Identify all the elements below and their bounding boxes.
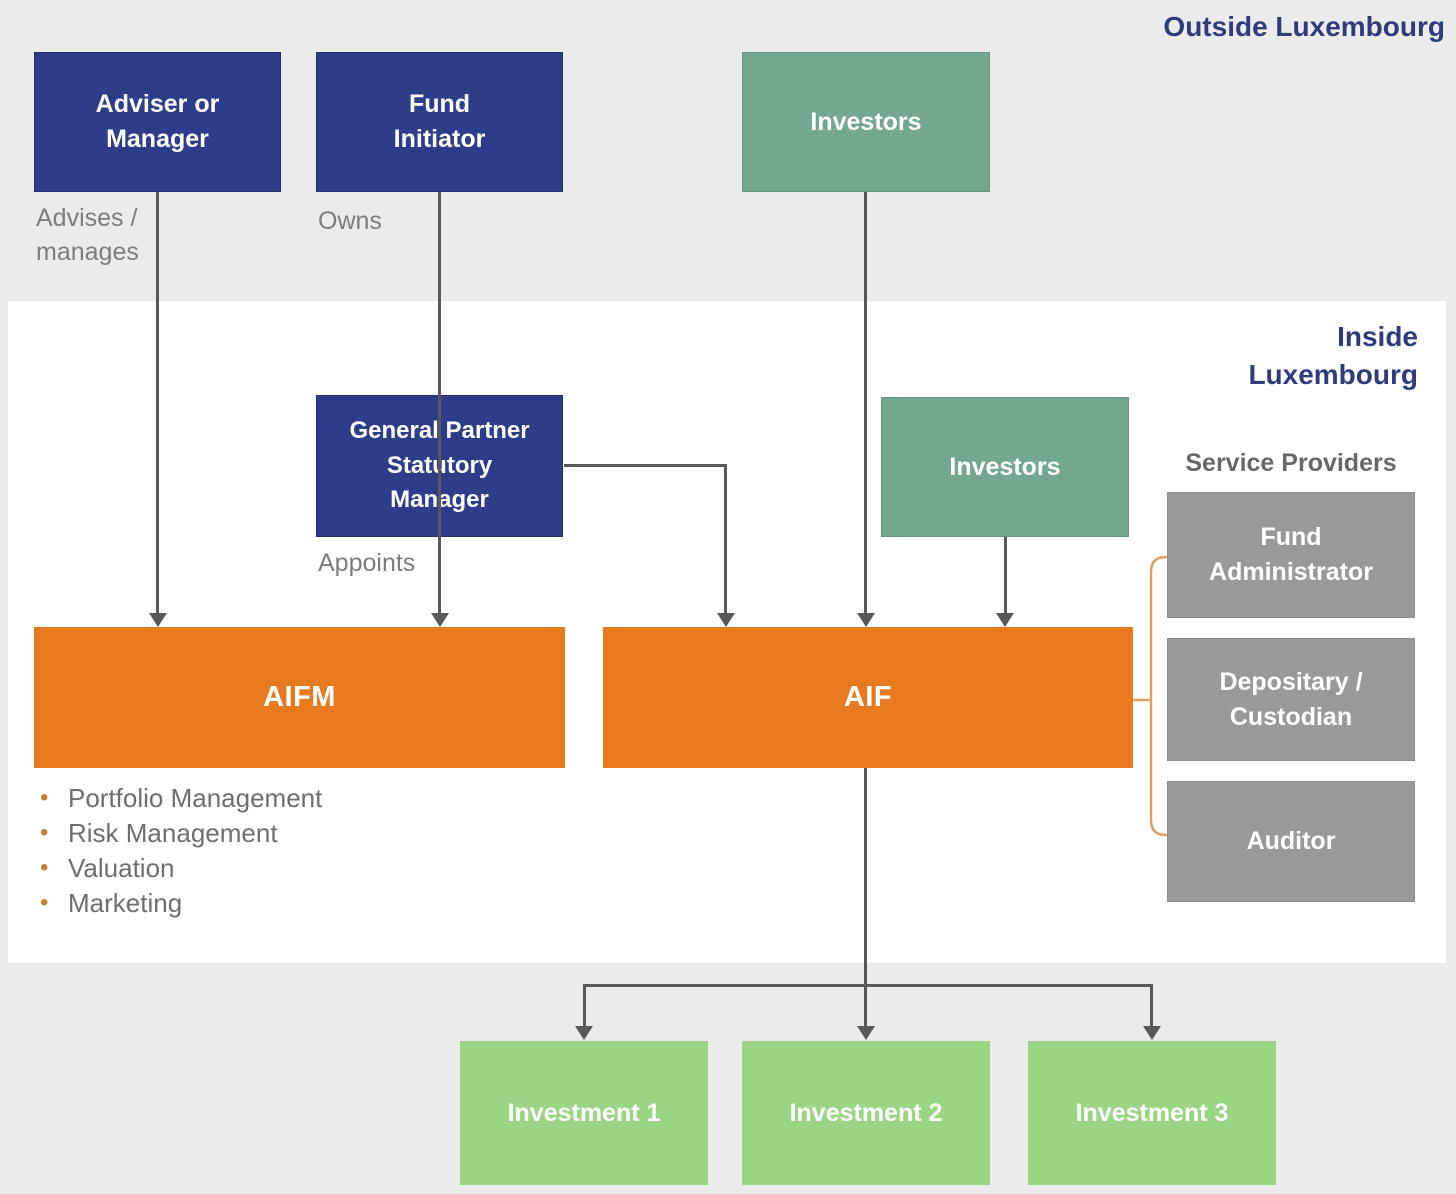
investors-outside-box: Investors (742, 52, 990, 192)
aifm-box: AIFM (34, 627, 565, 768)
arrow-investors-outside-to-aif (864, 192, 867, 613)
investors-inside-box: Investors (881, 397, 1129, 537)
arrow-investments-splitter (583, 984, 1153, 987)
arrow-to-investment-3 (1150, 984, 1153, 1026)
auditor-box: Auditor (1167, 781, 1415, 902)
arrowhead-investment-1 (575, 1026, 593, 1040)
fund-initiator-box: Fund Initiator (316, 52, 563, 192)
arrowhead-investment-3 (1143, 1026, 1161, 1040)
investment-1-box: Investment 1 (460, 1041, 708, 1185)
service-providers-heading: Service Providers (1185, 449, 1397, 477)
adviser-or-manager-box: Adviser or Manager (34, 52, 281, 192)
aifm-function-item: Valuation (38, 851, 578, 885)
arrow-to-investment-2 (864, 984, 867, 1026)
outside-luxembourg-heading: Outside Luxembourg (1163, 11, 1445, 42)
arrow-gp-to-aif-horizontal (564, 464, 727, 467)
depositary-custodian-box: Depositary / Custodian (1167, 638, 1415, 761)
owns-label: Owns (318, 207, 382, 235)
appoints-label: Appoints (318, 549, 416, 577)
inside-luxembourg-heading: Inside Luxembourg (1248, 321, 1418, 390)
fund-administrator-box: Fund Administrator (1167, 492, 1415, 618)
arrowhead-adviser-to-aifm (149, 613, 167, 627)
aifm-function-item: Marketing (38, 886, 578, 920)
arrow-to-investment-1 (583, 984, 586, 1026)
arrow-adviser-to-aifm (156, 192, 159, 613)
arrowhead-investors-outside-to-aif (857, 613, 875, 627)
aif-box: AIF (603, 627, 1133, 768)
arrow-fund-initiator-to-aifm (438, 192, 441, 613)
investment-3-box: Investment 3 (1028, 1041, 1276, 1185)
investment-2-box: Investment 2 (742, 1041, 990, 1185)
arrowhead-investors-inside-to-aif (996, 613, 1014, 627)
arrowhead-investment-2 (857, 1026, 875, 1040)
arrow-gp-to-aif-vertical (724, 464, 727, 613)
arrowhead-gp-to-aif (717, 613, 735, 627)
arrow-aif-down (864, 768, 867, 987)
aifm-function-item: Portfolio Management (38, 781, 578, 815)
advises-manages-label: Advises / manages (36, 204, 139, 266)
arrowhead-fund-initiator-to-aifm (431, 613, 449, 627)
aifm-functions-list: Portfolio ManagementRisk ManagementValua… (38, 781, 578, 921)
aifm-function-item: Risk Management (38, 816, 578, 850)
arrow-investors-inside-to-aif (1004, 537, 1007, 613)
